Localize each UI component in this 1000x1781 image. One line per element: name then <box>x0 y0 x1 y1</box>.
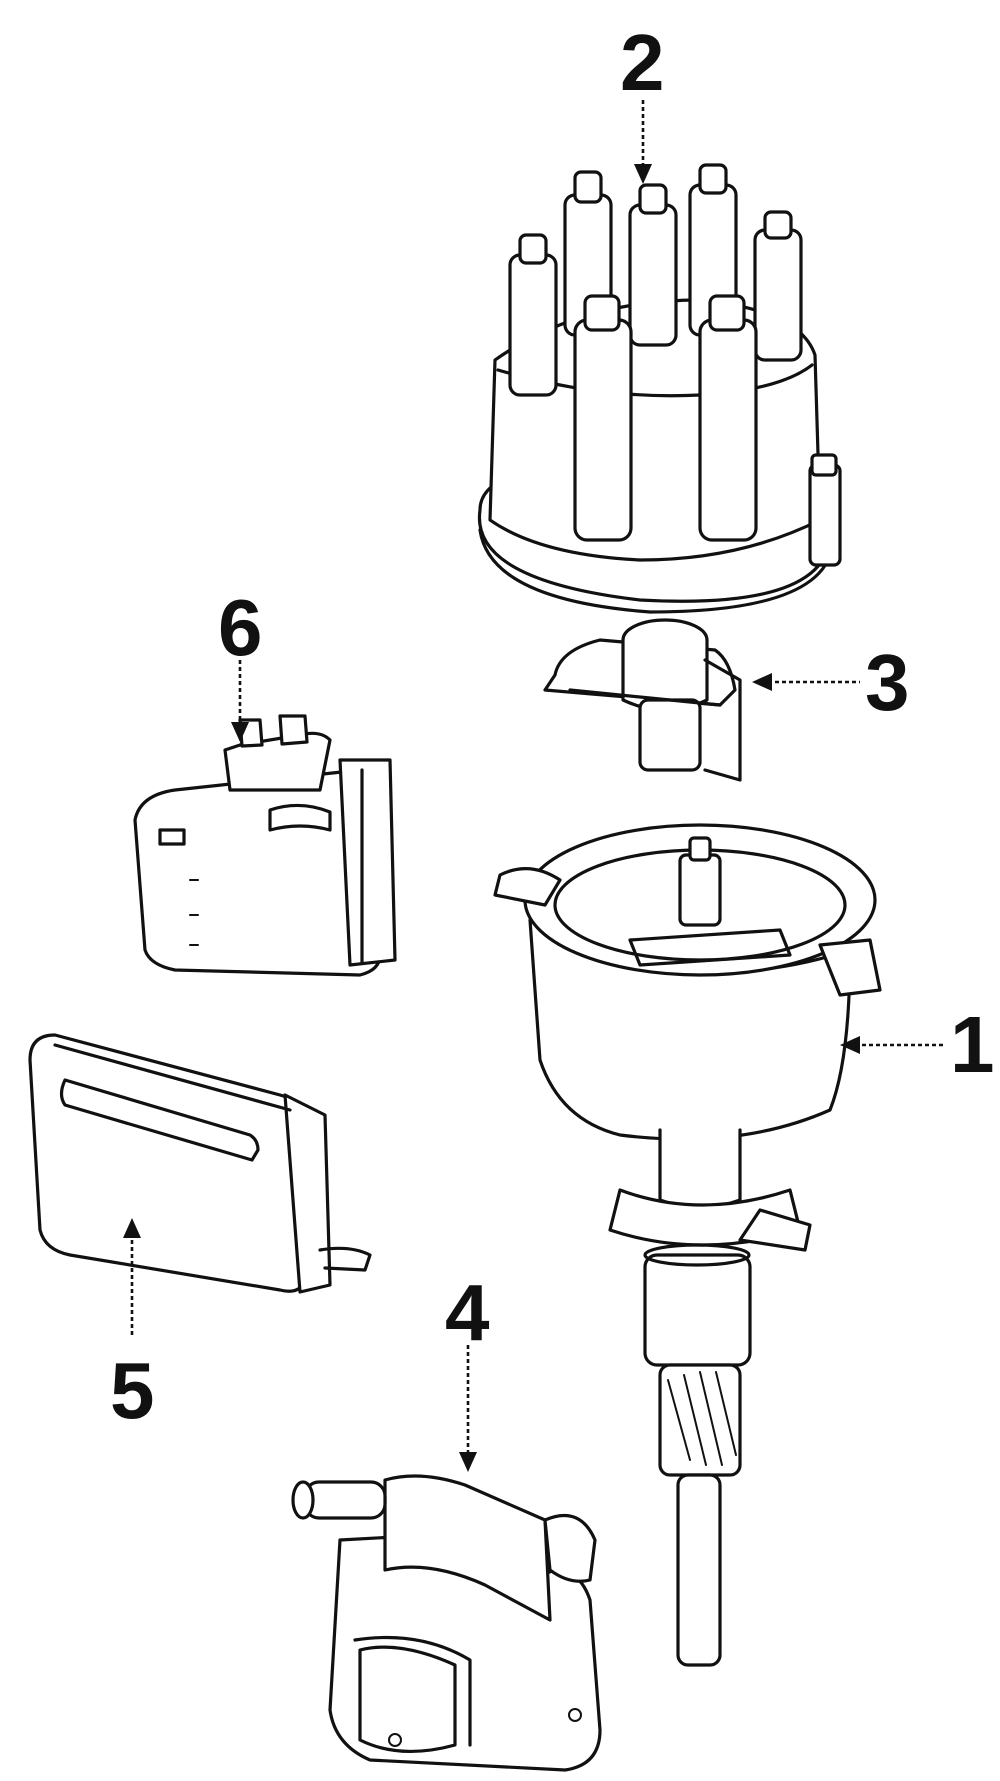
callout-1-arrow <box>840 1036 860 1054</box>
callout-5: 5 <box>110 1218 155 1435</box>
callout-1-label: 1 <box>950 1000 995 1089</box>
callout-6: 6 <box>218 583 263 742</box>
control-module <box>28 1033 372 1294</box>
callout-4: 4 <box>445 1268 490 1472</box>
distributor-body <box>493 823 882 1667</box>
callout-2: 2 <box>620 18 665 184</box>
callout-6-arrow <box>231 722 249 742</box>
callout-6-label: 6 <box>218 583 263 672</box>
callout-5-label: 5 <box>110 1346 155 1435</box>
callout-1: 1 <box>840 1000 995 1089</box>
callout-2-label: 2 <box>620 18 665 107</box>
callout-3: 3 <box>752 638 910 727</box>
callout-2-arrow <box>634 164 652 184</box>
callout-4-label: 4 <box>445 1268 490 1357</box>
rotor <box>543 618 742 782</box>
ignition-coil <box>291 1474 602 1772</box>
sensor-module <box>133 714 397 977</box>
distributor-cap <box>477 163 842 614</box>
callout-5-arrow <box>123 1218 141 1238</box>
callout-4-arrow <box>459 1452 477 1472</box>
callout-3-label: 3 <box>865 638 910 727</box>
callout-3-arrow <box>752 673 772 691</box>
